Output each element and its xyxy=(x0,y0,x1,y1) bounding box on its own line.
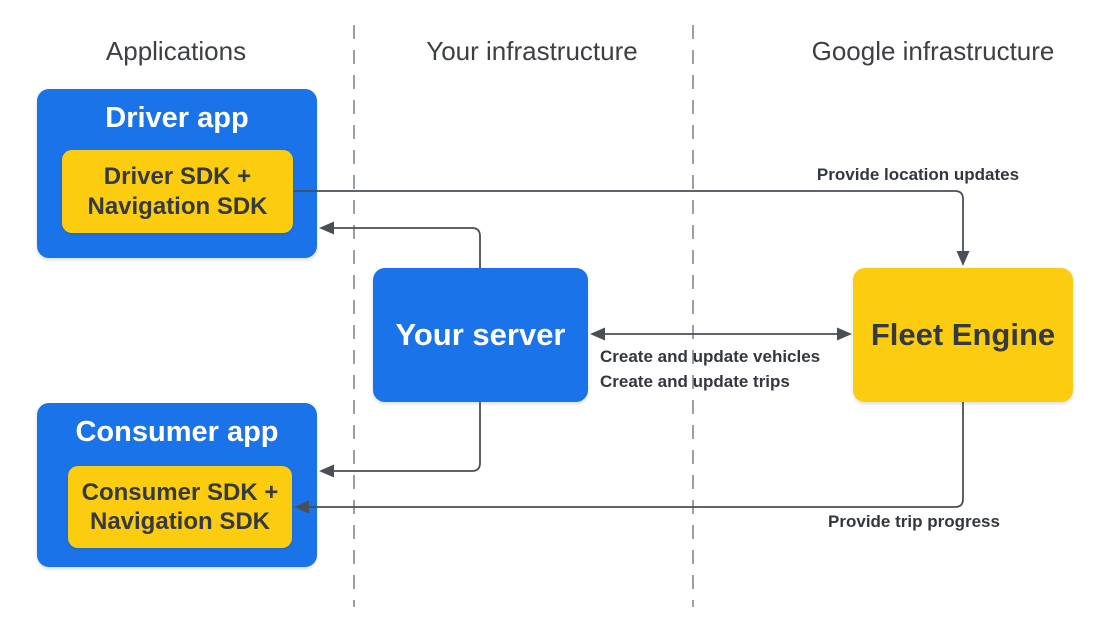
consumer-sdk-label-line1: Consumer SDK + xyxy=(81,478,279,506)
edge-label-create-update-vehicles: Create and update vehicles xyxy=(600,347,821,366)
fleet-engine-title: Fleet Engine xyxy=(870,317,1056,352)
driver-app-title: Driver app xyxy=(105,102,249,134)
arrowhead-into-your-server xyxy=(590,327,605,341)
edge-your-server-to-driver-app xyxy=(332,227,481,268)
driver-sdk-label-line2: Navigation SDK xyxy=(87,192,268,220)
driver-sdk-label-line1: Driver SDK + xyxy=(103,163,252,191)
fleet-engine-node: Fleet Engine xyxy=(853,268,1073,402)
edge-driver-sdk-to-fleet-engine xyxy=(293,190,964,252)
arrowhead-into-consumer-app xyxy=(319,464,334,478)
arrowhead-into-fleet-engine-top xyxy=(956,251,970,266)
driver-sdk-node: Driver SDK + Navigation SDK xyxy=(62,150,293,233)
column-header-applications: Applications xyxy=(105,36,247,66)
arrowhead-into-driver-app xyxy=(319,221,334,235)
consumer-app-node: Consumer app Consumer SDK + Navigation S… xyxy=(37,403,317,567)
your-server-title: Your server xyxy=(395,317,566,352)
edge-label-provide-location-updates: Provide location updates xyxy=(816,165,1020,184)
your-server-node: Your server xyxy=(373,268,588,402)
consumer-sdk-label-line2: Navigation SDK xyxy=(89,508,271,535)
column-header-your-infrastructure: Your infrastructure xyxy=(426,36,638,66)
column-header-google-infrastructure: Google infrastructure xyxy=(811,36,1055,66)
edge-fleet-engine-to-consumer-sdk xyxy=(307,402,964,508)
driver-app-node: Driver app Driver SDK + Navigation SDK xyxy=(37,89,317,258)
consumer-app-title: Consumer app xyxy=(75,416,279,448)
edge-label-create-update-trips: Create and update trips xyxy=(600,372,790,391)
arrowhead-into-fleet-engine-left xyxy=(837,327,852,341)
consumer-sdk-node: Consumer SDK + Navigation SDK xyxy=(68,466,292,548)
edge-your-server-to-consumer-app xyxy=(332,402,481,472)
edge-label-provide-trip-progress: Provide trip progress xyxy=(828,512,1000,531)
